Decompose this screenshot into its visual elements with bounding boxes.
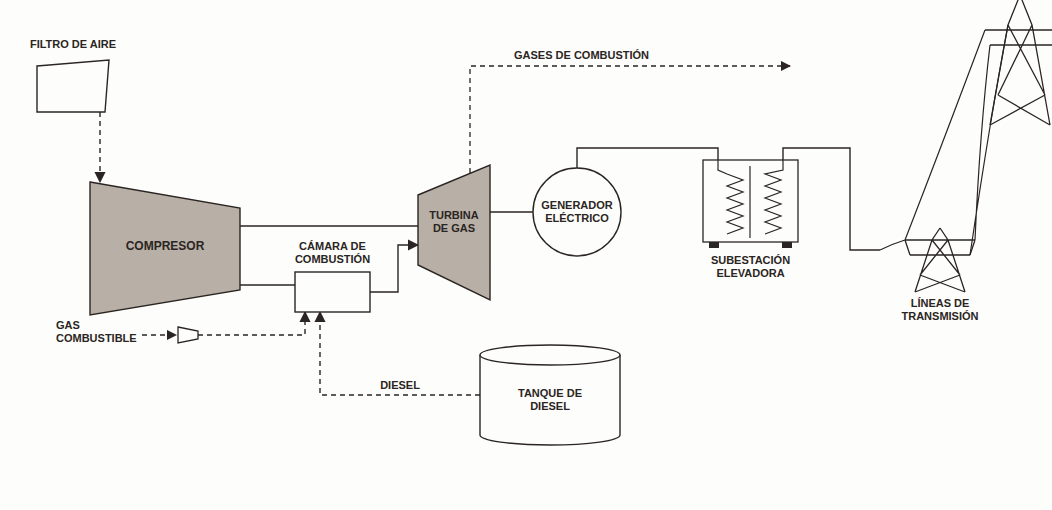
node-shape (178, 327, 198, 343)
diagram-node: FILTRO DE AIRE (37, 60, 109, 112)
combustion-chamber (295, 272, 370, 312)
generator-circle (533, 168, 621, 256)
process-label: COMPRESOR (100, 240, 230, 253)
diagram-node: GENERADOR ELÉCTRICO (533, 168, 621, 256)
shaft-line (240, 284, 295, 285)
diagram-node: LÍNEAS DE TRANSMISIÓN (880, 0, 1052, 345)
node-heading: GAS COMBUSTIBLE (56, 319, 140, 345)
flow-arrow (99, 112, 100, 182)
air-filter (37, 60, 109, 112)
tank-body (480, 355, 620, 445)
node-heading: CÁMARA DE COMBUSTIÓN (290, 240, 375, 266)
transmission-tower (905, 228, 975, 292)
diagram-node: GAS COMBUSTIBLE (178, 327, 198, 343)
power-line (880, 25, 1008, 255)
process-label: GENERADOR ELÉCTRICO (536, 199, 618, 225)
shaft-line (240, 225, 418, 226)
diagram-node: TURBINA DE GAS (418, 165, 490, 300)
transformer-foot (709, 242, 719, 248)
gas-feed-line (142, 334, 176, 335)
node-shape (880, 0, 1052, 345)
diagram-node: CÁMARA DE COMBUSTIÓN (295, 272, 370, 312)
diagram-node: SUBESTACIÓN ELEVADORA (703, 160, 798, 248)
transformer-foot (782, 242, 792, 248)
diagram-node: TANQUE DE DIESEL (480, 345, 620, 445)
flow-arrow (320, 312, 480, 395)
gas-valve (178, 327, 198, 343)
compressor-shape (90, 182, 240, 315)
node-heading: LÍNEAS DE TRANSMISIÓN (895, 297, 985, 323)
process-label: TANQUE DE DIESEL (500, 387, 600, 413)
node-shape (37, 60, 109, 112)
tank-top (480, 345, 620, 365)
transmission-tower (985, 0, 1052, 125)
flow-arrow (198, 312, 305, 335)
node-shape (295, 272, 370, 312)
shaft-line (370, 245, 418, 292)
exhaust-line (470, 66, 790, 173)
shaft-line (490, 211, 533, 212)
node-heading: FILTRO DE AIRE (17, 38, 129, 51)
edge-label: DIESEL (378, 379, 422, 392)
turbine-shape (418, 165, 490, 300)
diagram-node: COMPRESOR (90, 182, 240, 315)
coil-winding (718, 160, 743, 234)
node-shape (703, 160, 798, 248)
node-heading: SUBESTACIÓN ELEVADORA (691, 254, 810, 280)
shaft-line (577, 148, 718, 168)
transformer-core (749, 166, 750, 238)
process-label: TURBINA DE GAS (421, 209, 487, 235)
flow-label: GASES DE COMBUSTIÓN (512, 49, 651, 62)
coil-winding (765, 160, 783, 234)
transformer-housing (703, 160, 798, 242)
